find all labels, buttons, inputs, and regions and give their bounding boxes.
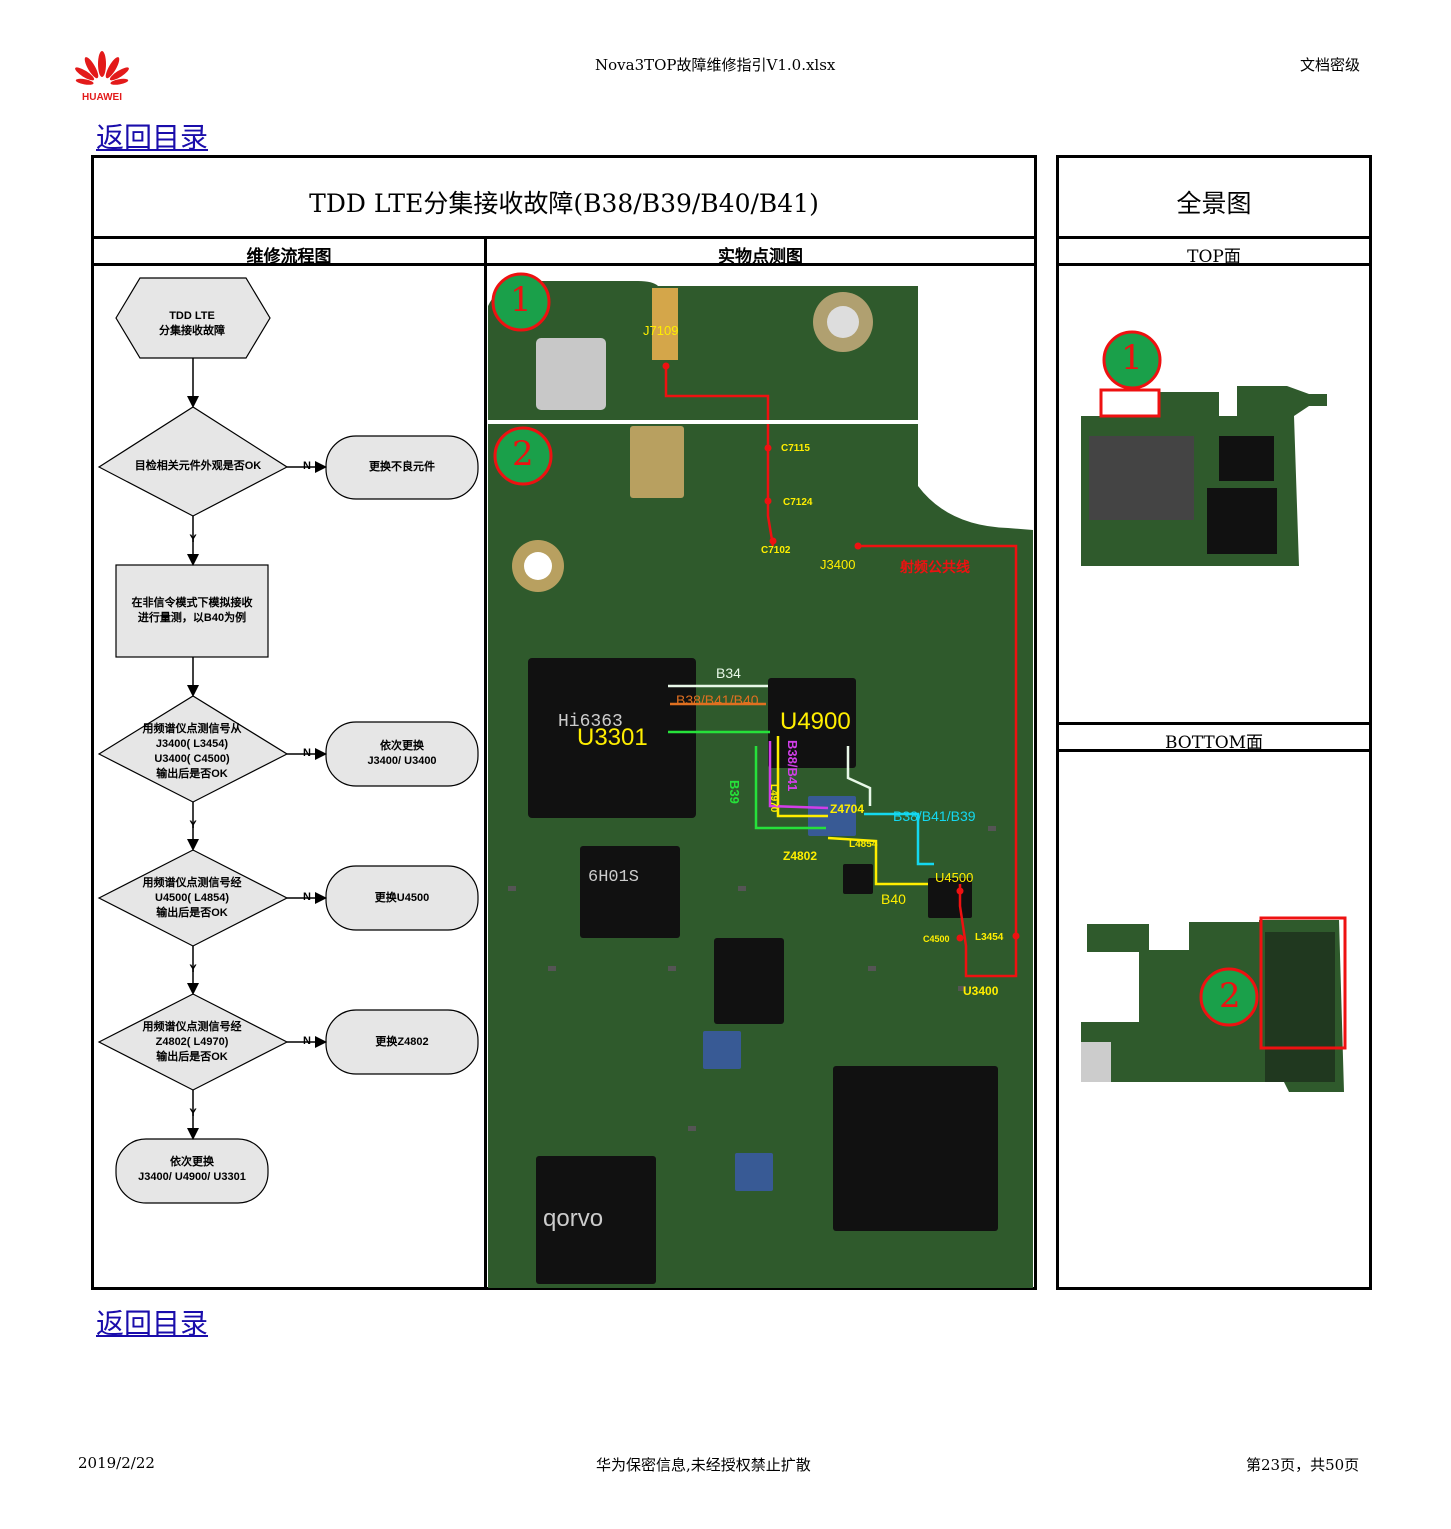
label-l4854: L4854: [849, 839, 878, 850]
back-to-toc-link[interactable]: 返回目录: [96, 121, 209, 154]
label-b38-b41-b40: B38/B41/B40: [676, 692, 759, 708]
svg-text:6H01S: 6H01S: [588, 868, 639, 887]
marker-1-label: 1: [510, 280, 532, 320]
flowchart-diagram: [97, 277, 479, 1204]
marker-1: [491, 272, 551, 332]
top-face-header: TOP面: [1187, 247, 1241, 267]
label-l3454: L3454: [975, 932, 1004, 943]
flow-action-1-text: 更换不良元件: [369, 461, 435, 473]
label-z4802: Z4802: [783, 849, 818, 863]
yes-label-1: Y: [189, 533, 197, 545]
label-b39-vertical: B39: [727, 780, 742, 804]
label-j3400-top: J3400: [820, 557, 856, 572]
doc-classification: 文档密级: [1300, 56, 1361, 74]
start-shape: [115, 277, 271, 359]
yes-label-4: Y: [189, 1107, 197, 1119]
label-b40: B40: [881, 891, 906, 907]
footer-confidential: 华为保密信息,未经授权禁止扩散: [596, 1456, 811, 1474]
svg-text:qorvo: qorvo: [543, 1205, 603, 1232]
label-b34: B34: [716, 665, 741, 681]
bottom-marker-2: [1199, 967, 1259, 1027]
top-marker-1: [1102, 330, 1162, 390]
label-c7115: C7115: [781, 443, 810, 454]
no-label-1: N: [303, 460, 311, 472]
footer-date: 2019/2/22: [78, 1454, 155, 1472]
yes-label-2: Y: [189, 819, 197, 831]
label-rf-common-line: 射频公共线: [900, 559, 970, 575]
bottom-face-header: BOTTOM面: [1164, 733, 1264, 753]
no-label-4: N: [303, 1035, 311, 1047]
top-marker-1-label: 1: [1121, 338, 1143, 378]
huawei-logo: HUAWEI: [74, 50, 130, 103]
label-j7109: J7109: [643, 323, 679, 338]
pcb-photo: Hi6363 6H01S qorvo: [488, 266, 1033, 1288]
process-1-shape: [115, 564, 269, 658]
label-z4704: Z4704: [830, 802, 865, 816]
label-c7102: C7102: [761, 545, 791, 556]
main-table: [91, 155, 1037, 1290]
flow-column-header: 维修流程图: [246, 247, 332, 267]
label-b38-b41: B38/B41: [785, 740, 800, 792]
label-l4970: L4970: [768, 784, 779, 813]
brand-name: HUAWEI: [82, 92, 122, 103]
svg-text:Hi6363: Hi6363: [558, 712, 623, 732]
huawei-logo-icon: [75, 51, 129, 85]
label-c7124: C7124: [783, 497, 813, 508]
label-u4500: U4500: [935, 870, 974, 885]
label-b38-b41-b39: B38/B41/B39: [893, 808, 976, 824]
no-label-2: N: [303, 747, 311, 759]
marker-2: [493, 426, 553, 486]
flow-process-1-text: 在非信令模式下模拟接收进行量测，以B40为例: [131, 597, 253, 624]
footer-page-number: 第23页，共50页: [1246, 1456, 1360, 1474]
top-face-photo: [1081, 330, 1327, 566]
file-title: Nova3TOP故障维修指引V1.0.xlsx: [595, 56, 836, 74]
flow-action-3-text: 更换U4500: [374, 892, 430, 904]
page-title: TDD LTE分集接收故障(B38/B39/B40/B41): [309, 189, 819, 218]
yes-label-3: Y: [189, 963, 197, 975]
label-c4500: C4500: [923, 934, 950, 944]
back-to-toc-link-bottom[interactable]: 返回目录: [96, 1307, 209, 1340]
label-u3400: U3400: [963, 984, 999, 998]
bottom-marker-2-label: 2: [1219, 976, 1241, 1016]
marker-2-label: 2: [512, 434, 534, 474]
bottom-face-photo: [1081, 916, 1347, 1092]
panorama-title: 全景图: [1176, 189, 1252, 218]
photo-column-header: 实物点测图: [718, 247, 803, 267]
no-label-3: N: [303, 891, 311, 903]
label-u3301: U3301: [577, 724, 648, 751]
flow-decision-1-text: 目检相关元件外观是否OK: [134, 460, 262, 472]
flow-action-4-text: 更换Z4802: [375, 1036, 429, 1048]
label-u4900: U4900: [780, 708, 851, 735]
